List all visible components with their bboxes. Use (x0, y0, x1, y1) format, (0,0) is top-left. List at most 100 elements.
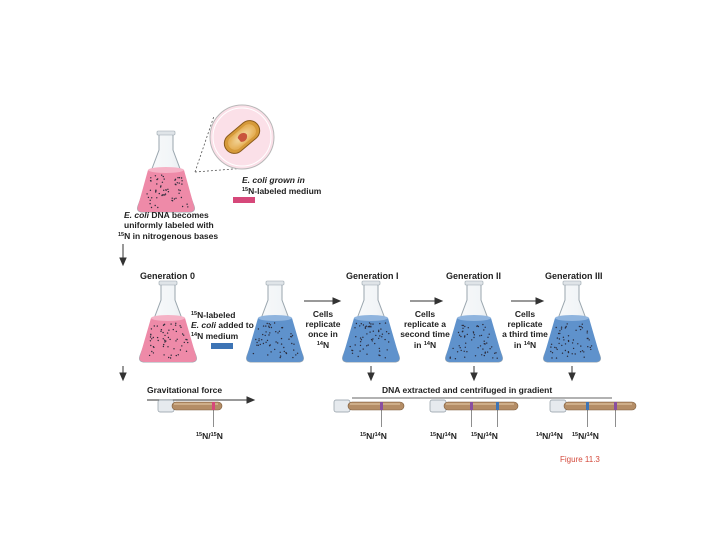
bacterium-dot (186, 203, 188, 205)
bacterium-dot (268, 325, 270, 327)
bacterium-dot (471, 339, 473, 341)
bacterium-dot (372, 323, 374, 325)
bacterium-dot (477, 325, 480, 328)
bacterium-dot (567, 339, 570, 342)
bacterium-dot (176, 182, 178, 184)
tube-highlight (174, 403, 218, 405)
bacterium-dot (181, 345, 183, 347)
bacterium-dot (183, 334, 185, 336)
bacterium-dot (571, 342, 574, 344)
bacterium-dot (494, 352, 496, 354)
bacterium-dot (252, 352, 255, 355)
bacterium-dot (157, 339, 159, 342)
centrifuge-tube (429, 399, 519, 427)
bacterium-dot (185, 350, 188, 352)
bacterium-dot (162, 331, 164, 334)
bacterium-dot (481, 354, 483, 356)
bacterium-dot (564, 349, 567, 352)
bacterium-dot (187, 341, 189, 344)
bacterium-dot (170, 323, 172, 325)
bacterium-dot (550, 350, 552, 353)
bacterium-dot (550, 343, 553, 345)
bacterium-dot (147, 196, 150, 199)
bacterium-dot (262, 325, 265, 327)
bacterium-dot (368, 325, 370, 327)
bacterium-dot (388, 341, 390, 343)
bacterium-dot (559, 330, 561, 332)
bacterium-dot (379, 335, 381, 337)
bacterium-dot (177, 354, 179, 356)
bacterium-dot (551, 352, 554, 354)
bacterium-dot (479, 345, 482, 347)
bacterium-dot (265, 325, 267, 327)
uniform-label-block: E. coli DNA becomes uniformly labeled wi… (118, 210, 219, 241)
bacterium-dot (280, 343, 283, 345)
bacterium-dot (258, 340, 260, 342)
bacterium-dot (296, 352, 299, 354)
bacterium-dot (449, 357, 451, 359)
bacterium-dot (268, 345, 271, 347)
bacterium-dot (354, 344, 356, 346)
bacterium-dot (372, 330, 374, 332)
bacterium-dot (556, 337, 559, 339)
bacterium-dot (167, 188, 169, 190)
figure-caption: Figure 11.3 (560, 455, 600, 464)
bacteria-dots (146, 174, 593, 360)
bacterium-dot (150, 344, 152, 347)
bacterium-dot (261, 339, 263, 341)
bacterium-dot (369, 331, 371, 333)
bacterium-dot (572, 339, 575, 341)
bacterium-dot (275, 331, 277, 333)
bacterium-dot (551, 357, 553, 359)
bacterium-dot (495, 352, 497, 354)
bacterium-dot (169, 357, 172, 359)
bacterium-dot (466, 351, 468, 353)
bacterium-dot (564, 327, 566, 329)
generation-1-label: Generation I (346, 271, 399, 281)
bacterium-dot (178, 182, 180, 184)
bacterium-dot (153, 325, 155, 327)
bacterium-dot (460, 349, 462, 352)
bacterium-dot (178, 189, 180, 191)
bacterium-dot (281, 327, 283, 329)
band-label-gen3-hybrid: 15N/14N (572, 431, 599, 441)
band-label-gen2-second: 15N/14N (471, 431, 498, 441)
bacterium-dot (581, 327, 584, 329)
bacterium-dot (367, 326, 369, 328)
tube-highlight (566, 403, 632, 405)
bacterium-dot (165, 189, 167, 191)
dna-band (496, 402, 499, 410)
dna-band (586, 402, 589, 410)
bacterium-dot (171, 197, 173, 199)
tube-highlight (446, 403, 514, 405)
bacterium-dot (566, 323, 568, 325)
bacterium-dot (290, 335, 292, 338)
bacterium-dot (567, 351, 570, 354)
bacterium-dot (163, 323, 166, 325)
bacterium-dot (154, 204, 156, 207)
bacterium-dot (158, 192, 160, 195)
bacterium-dot (279, 355, 282, 357)
flask-initial (137, 130, 195, 213)
bacterium-dot (264, 334, 266, 337)
bacterium-dot (275, 341, 277, 343)
bacterium-dot (467, 327, 469, 329)
bacterium-dot (156, 197, 158, 199)
bacterium-dot (156, 178, 158, 181)
bacterium-dot (482, 348, 484, 350)
added-label: 15N-labeled E. coli added to 14N medium (191, 310, 254, 341)
tube-cap (549, 399, 567, 413)
bacterium-dot (163, 189, 165, 191)
bacterium-dot (486, 342, 488, 344)
bacterium-dot (178, 177, 181, 179)
bacterium-dot (555, 326, 557, 329)
bacterium-dot (256, 341, 258, 344)
bacterium-dot (156, 325, 158, 327)
dna-band (470, 402, 473, 410)
bacterium-dot (370, 323, 372, 325)
bacterium-dot (359, 350, 361, 352)
flask-gen3 (543, 280, 601, 363)
bacterium-dot (265, 331, 267, 333)
bacterium-dot (462, 327, 464, 329)
centrifuge-tube (333, 399, 405, 427)
